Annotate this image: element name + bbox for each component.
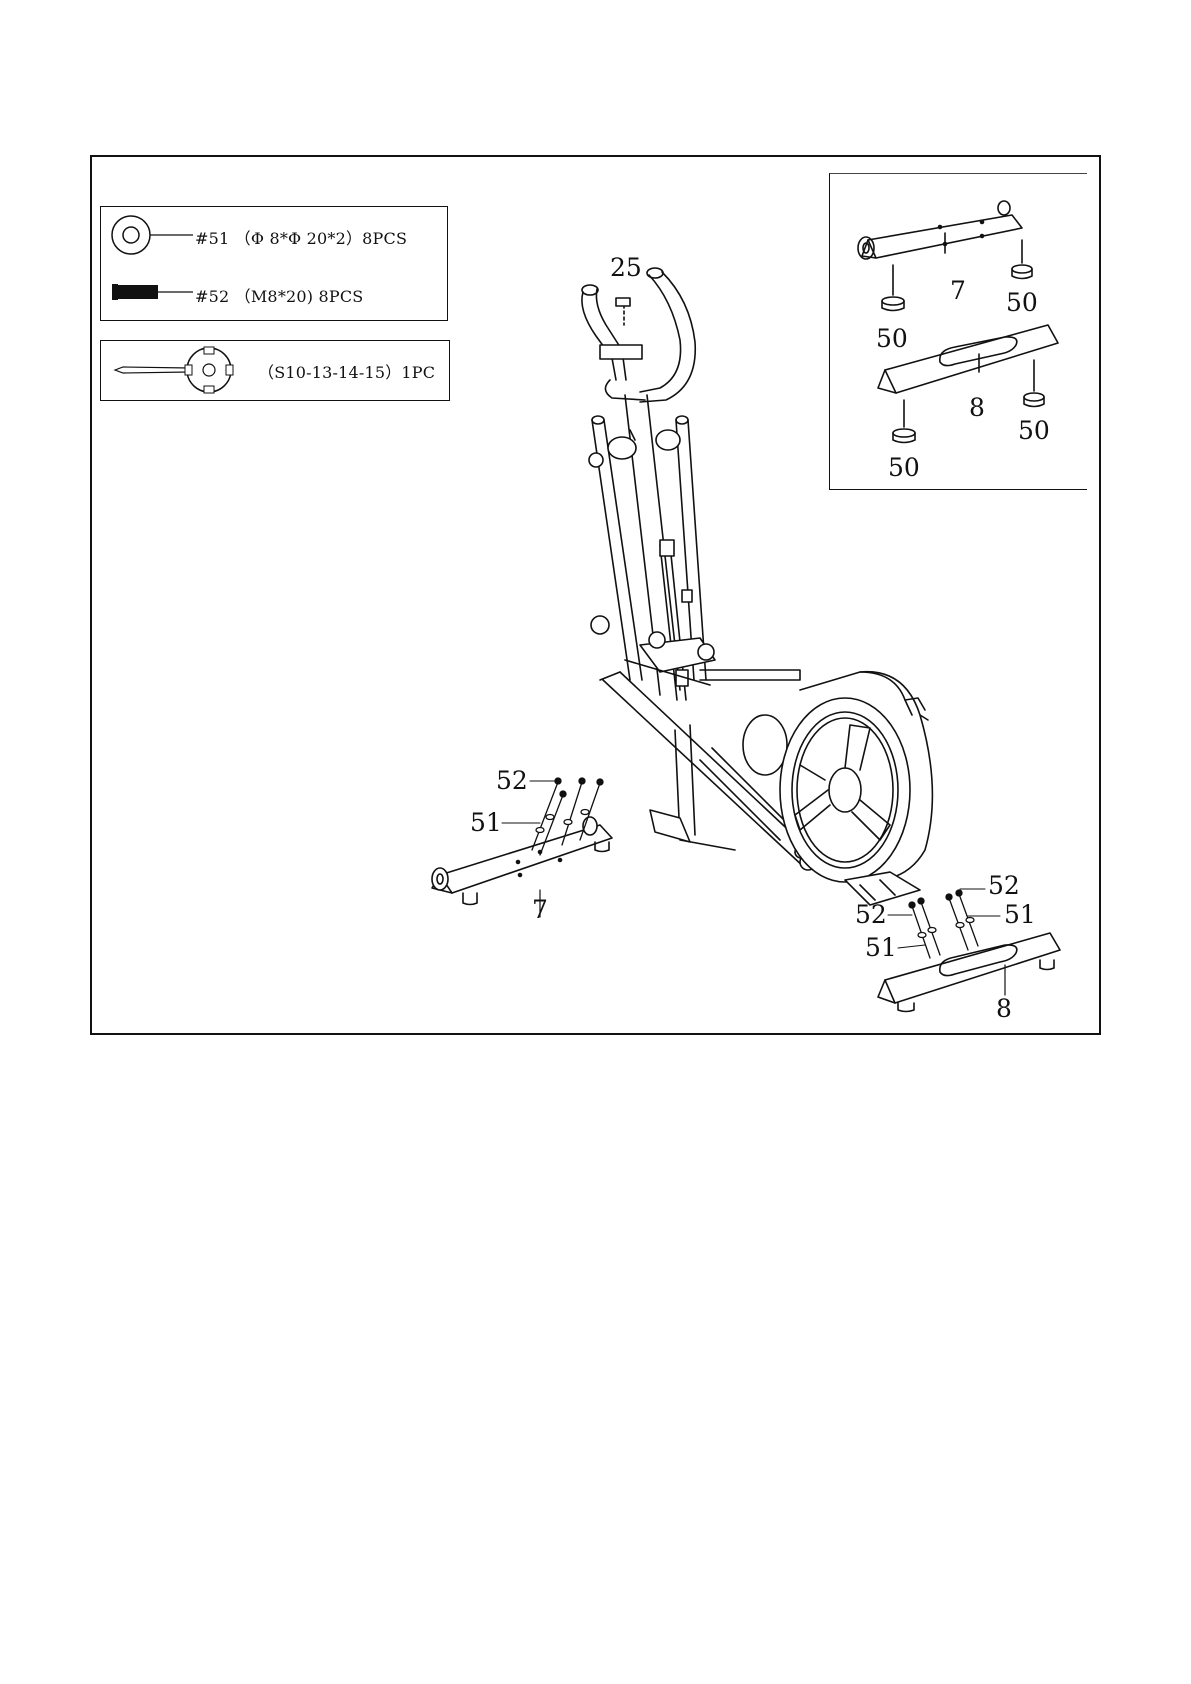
inset-foot-rear-left [893,400,915,443]
callout-inset-foot-left: 50 [876,326,908,351]
callout-rear-washers-right: 51 [1004,902,1036,927]
callout-inset-foot-right: 50 [1006,290,1038,315]
callout-rear-washers-left: 51 [865,935,897,960]
callout-inset-foot-rear-right: 50 [1018,418,1050,443]
inset-foot-right [1012,240,1032,279]
inset-foot-rear-right [1024,360,1044,407]
front-stabilizer [432,817,612,917]
inset-front-stabilizer [858,201,1022,259]
callout-front-bolts: 52 [496,768,528,793]
callout-inset-rear-stabilizer: 8 [969,395,985,420]
callout-handlebar: 25 [610,255,642,280]
callout-front-washers: 51 [470,810,502,835]
callout-rear-stabilizer: 8 [996,996,1012,1021]
callout-inset-front-stabilizer: 7 [950,278,966,303]
console-mast [660,540,692,700]
callout-rear-bolts-right: 52 [988,873,1020,898]
handlebars [582,268,695,402]
callout-inset-foot-rear-left: 50 [888,455,920,480]
flywheel [780,698,910,882]
rear-bolts [888,889,1000,958]
callout-rear-bolts-left: 52 [855,902,887,927]
inset-foot-left [882,265,904,311]
callout-front-stabilizer: 7 [532,897,548,922]
rear-stabilizer [878,933,1060,1012]
